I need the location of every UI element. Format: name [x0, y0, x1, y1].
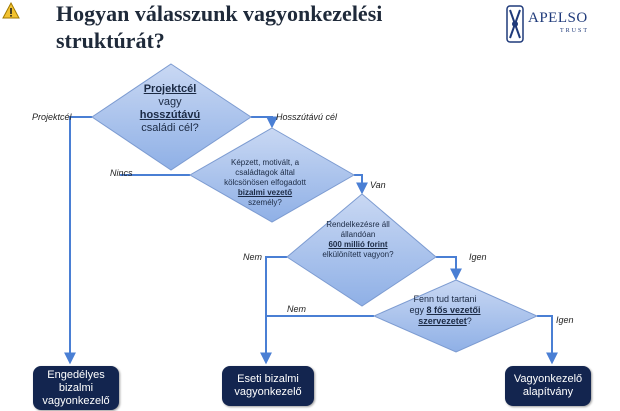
d1-text1: vagy — [158, 96, 182, 108]
decision-organization — [372, 279, 539, 353]
label-igen-2: Igen — [556, 315, 574, 325]
outcome-foundation: Vagyonkezelő alapítvány — [505, 366, 591, 406]
d2-bold1: bizalmi vezető — [237, 188, 293, 197]
label-van: Van — [370, 180, 386, 190]
title-line-2: struktúrát? — [56, 28, 165, 53]
logo-wordmark: APELSO — [528, 10, 588, 26]
apelso-logo — [506, 5, 524, 43]
decision-goal-type-text: Projektcél vagy hosszútávú családi cél? — [115, 83, 225, 135]
page-title: Hogyan válasszunk vagyonkezelési struktú… — [56, 0, 456, 54]
d4-text1: Fenn tud tartani egy — [409, 294, 477, 315]
label-projektcel: Projektcél — [32, 112, 72, 122]
warning-icon — [2, 2, 20, 19]
d1-bold1: Projektcél — [143, 83, 197, 95]
decision-trustee-person-text: Képzett, motivált, a családtagok által k… — [222, 158, 308, 208]
label-nem-2: Nem — [287, 304, 307, 314]
outcome-occasional-trustee: Eseti bizalmi vagyonkezelő — [222, 366, 314, 406]
title-line-1: Hogyan válasszunk vagyonkezelési — [56, 1, 383, 26]
d3-bold1: 600 millió forint — [328, 240, 388, 249]
d2-text2: személy? — [248, 198, 282, 207]
d4-text2: ? — [466, 316, 472, 326]
label-hosszutavu: Hosszútávú cél — [276, 112, 338, 122]
label-igen-1: Igen — [469, 252, 487, 262]
decision-assets — [286, 193, 437, 307]
d4-bold1: 8 fős vezetői szervezetet — [418, 305, 481, 326]
outcome-licensed-trustee: Engedélyes bizalmi vagyonkezelő — [33, 366, 119, 410]
decision-goal-type — [91, 63, 252, 171]
decision-assets-text: Rendelkezésre áll állandóan 600 millió f… — [318, 220, 398, 260]
label-nincs: Nincs — [110, 168, 133, 178]
decision-trustee-person — [188, 127, 356, 223]
label-nem-1: Nem — [243, 252, 263, 262]
d3-text2: elkülönített vagyon? — [322, 250, 394, 259]
d3-text1: Rendelkezésre áll állandóan — [326, 220, 390, 239]
decision-organization-text: Fenn tud tartani egy 8 fős vezetői szerv… — [407, 294, 483, 327]
d1-bold2: hosszútávú — [139, 109, 201, 121]
d2-text1: Képzett, motivált, a családtagok által k… — [224, 158, 306, 187]
d1-text2: családi cél? — [141, 122, 199, 134]
logo-subtitle: TRUST — [560, 28, 590, 34]
